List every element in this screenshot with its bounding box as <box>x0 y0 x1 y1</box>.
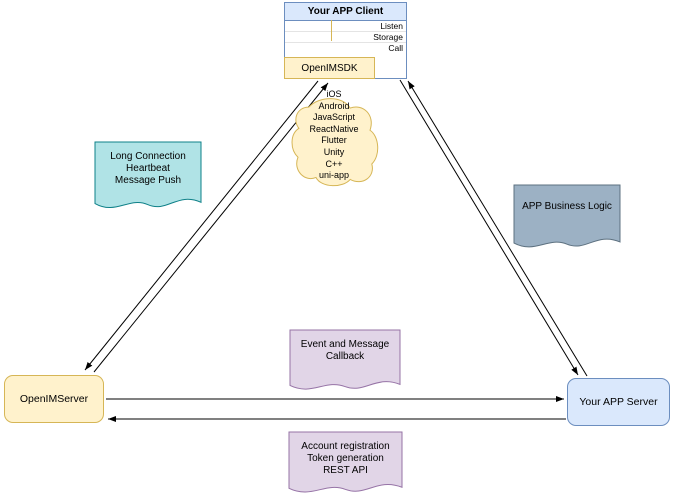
client-port-call: Call <box>388 43 403 53</box>
platforms-cloud: iOS Android JavaScript ReactNative Flutt… <box>289 84 379 190</box>
client-title: Your APP Client <box>285 3 406 21</box>
node-openim-server: OpenIMServer <box>4 375 104 423</box>
document-shape <box>95 142 201 213</box>
note-event-callback: Event and Message Callback <box>290 330 400 394</box>
document-shape <box>290 330 400 394</box>
node-your-app-client: Your APP Client Listen Storage Call Open… <box>284 2 407 79</box>
note-long-connection-text: Long Connection Heartbeat Message Push <box>110 151 186 186</box>
note-event-callback-text: Event and Message Callback <box>300 339 390 362</box>
cloud-shape <box>289 84 379 190</box>
client-port-listen: Listen <box>285 21 406 32</box>
client-port-storage: Storage <box>285 32 406 43</box>
cloud-platform-list: iOS Android JavaScript ReactNative Flutt… <box>309 89 359 181</box>
client-grid-divider <box>331 20 332 41</box>
note-rest-api-text: Account registration Token generation RE… <box>301 441 390 476</box>
document-shape <box>514 185 620 252</box>
note-long-connection: Long Connection Heartbeat Message Push <box>95 142 201 213</box>
note-rest-api: Account registration Token generation RE… <box>289 432 402 497</box>
arrow-sdk-to-openimserver <box>84 80 319 371</box>
node-openimsdk: OpenIMSDK <box>284 57 375 79</box>
note-app-business-logic: APP Business Logic <box>514 185 620 252</box>
node-your-app-server: Your APP Server <box>567 378 670 426</box>
document-shape <box>289 432 402 497</box>
note-app-business-logic-text: APP Business Logic <box>522 201 612 212</box>
